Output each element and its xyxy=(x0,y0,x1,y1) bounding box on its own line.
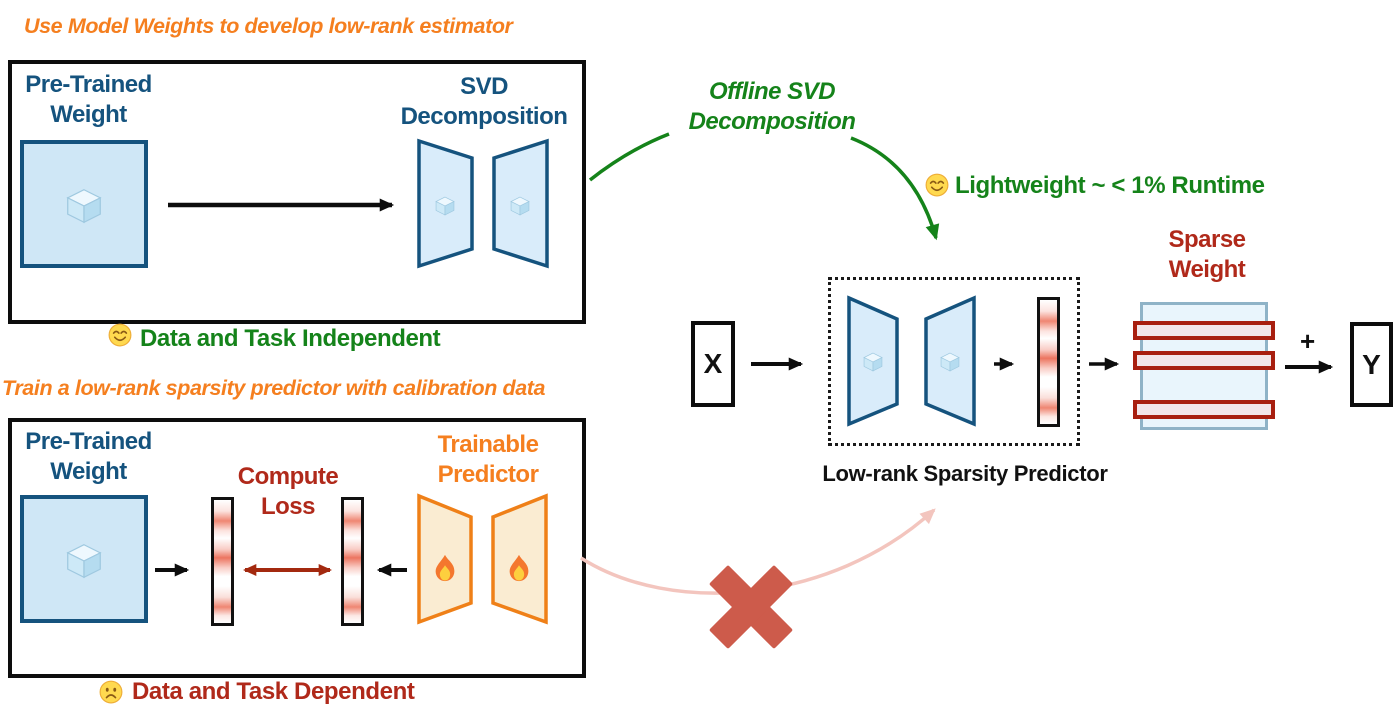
ice-cube-icon xyxy=(509,195,531,217)
compute-loss-line1: Compute xyxy=(237,463,339,490)
input-x-box: X xyxy=(691,321,735,407)
sparse-row-1 xyxy=(1133,321,1275,340)
bottom-note: Data and Task Dependent xyxy=(132,678,415,705)
ice-cube-icon xyxy=(64,186,104,226)
rejected-path-arrow xyxy=(580,508,936,595)
offline-line1: Offline SVD xyxy=(708,78,836,105)
compute-loss-label: Compute Loss xyxy=(213,462,363,522)
svd-label: SVD Decomposition xyxy=(383,72,585,132)
bottom-heading: Train a low-rank sparsity predictor with… xyxy=(2,376,546,400)
ice-cube-icon xyxy=(434,195,456,217)
flame-icon xyxy=(430,553,460,583)
predictor-caption: Low-rank Sparsity Predictor xyxy=(822,461,1108,486)
smiley-icon xyxy=(108,323,132,347)
svd-line2: Decomposition xyxy=(400,103,568,130)
rejection-x-icon xyxy=(709,565,793,649)
offline-line2: Decomposition xyxy=(688,108,856,135)
top-pretrained-line2: Weight xyxy=(50,101,127,128)
ice-cube-icon xyxy=(64,541,104,581)
trainable-line1: Trainable xyxy=(437,431,539,458)
flame-icon xyxy=(504,553,534,583)
trainable-line2: Predictor xyxy=(437,461,539,488)
offline-arrow-head xyxy=(850,136,940,241)
top-heading: Use Model Weights to develop low-rank es… xyxy=(24,14,513,38)
sparse-line1: Sparse xyxy=(1168,226,1246,253)
trainable-predictor-label: Trainable Predictor xyxy=(412,430,564,490)
bottom-pretrained-line1: Pre-Trained xyxy=(25,428,152,455)
top-pretrained-line1: Pre-Trained xyxy=(25,71,152,98)
output-y-box: Y xyxy=(1350,322,1393,407)
sparse-line2: Weight xyxy=(1168,256,1246,283)
bottom-pretrained-line2: Weight xyxy=(50,458,127,485)
smiley-icon xyxy=(925,173,949,197)
sparse-row-3 xyxy=(1133,400,1275,419)
offline-svd-label: Offline SVD Decomposition xyxy=(662,77,882,137)
ice-cube-icon xyxy=(939,351,961,373)
activation-bar-right xyxy=(341,497,364,626)
sparse-weight-label: Sparse Weight xyxy=(1147,225,1267,285)
predictor-output-bar xyxy=(1037,297,1060,427)
lightweight-note: Lightweight ~ < 1% Runtime xyxy=(955,172,1265,199)
predictor-dotted-box xyxy=(828,277,1080,446)
sparse-row-2 xyxy=(1133,351,1275,370)
frown-icon xyxy=(99,680,123,704)
bottom-pretrained-label: Pre-Trained Weight xyxy=(16,427,161,487)
ice-cube-icon xyxy=(862,351,884,373)
plus-sign: + xyxy=(1300,326,1316,356)
compute-loss-line2: Loss xyxy=(260,493,316,520)
top-note: Data and Task Independent xyxy=(140,325,441,352)
activation-bar-left xyxy=(211,497,234,626)
offline-arrow-tail xyxy=(588,132,670,182)
svd-line1: SVD xyxy=(460,73,508,100)
top-pretrained-label: Pre-Trained Weight xyxy=(16,70,161,130)
